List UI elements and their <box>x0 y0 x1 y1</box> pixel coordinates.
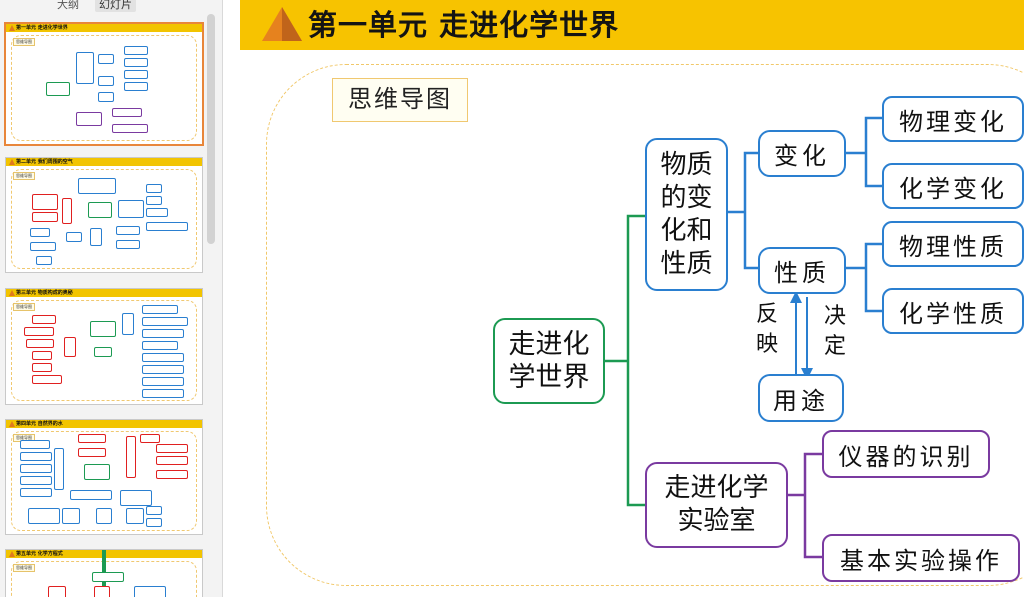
slide-thumbnail-4[interactable]: 第四单元 自然界的水 思维导图 <box>5 419 203 535</box>
thumbnail-label: 思维导图 <box>13 172 35 180</box>
thumbnail-title: 第三单元 物质构成的奥秘 <box>16 290 73 296</box>
thumbnail-title: 第五单元 化学方程式 <box>16 551 63 557</box>
slide-thumbnail-panel: 大纲 幻灯片 第一单元 走进化学世界 思维导图 第二单元 我们周围的空气 思维导… <box>0 0 223 597</box>
relation-determines: 决定 <box>823 302 847 362</box>
branch2-label: 走进化学实验室 <box>664 473 769 536</box>
change-label: 变化 <box>774 142 830 170</box>
slide-canvas: 第一单元 走进化学世界 思维导图 走进化学世界 物质的变化和性质 变化 性质 <box>240 0 1024 597</box>
property-label: 性质 <box>774 259 830 287</box>
root-label: 走进化学世界 <box>508 329 590 393</box>
thumbnail-title: 第四单元 自然界的水 <box>16 421 63 427</box>
triangle-icon <box>9 421 15 427</box>
physical-property-label: 物理性质 <box>899 232 1007 261</box>
panel-tabs: 大纲 幻灯片 <box>0 0 222 14</box>
triangle-icon <box>9 290 15 296</box>
thumbnail-label: 思维导图 <box>13 303 35 311</box>
reflects-text: 反映 <box>755 302 778 357</box>
node-physical-change[interactable]: 物理变化 <box>882 96 1024 142</box>
triangle-icon <box>9 159 15 165</box>
thumbnail-label: 思维导图 <box>13 564 35 572</box>
triangle-icon <box>9 551 15 557</box>
determines-text: 决定 <box>823 304 846 359</box>
thumbnail-title: 第一单元 走进化学世界 <box>16 25 68 31</box>
node-use[interactable]: 用途 <box>758 374 844 422</box>
node-chem-lab[interactable]: 走进化学实验室 <box>645 462 788 548</box>
content-frame <box>266 64 1024 586</box>
node-basic-operations[interactable]: 基本实验操作 <box>822 534 1020 582</box>
node-matter-change-property[interactable]: 物质的变化和性质 <box>645 138 728 291</box>
node-chemical-change[interactable]: 化学变化 <box>882 163 1024 209</box>
node-physical-property[interactable]: 物理性质 <box>882 221 1024 267</box>
triangle-icon <box>9 25 15 31</box>
branch1-label: 物质的变化和性质 <box>660 149 713 279</box>
tab-slides[interactable]: 幻灯片 <box>95 0 136 12</box>
node-change[interactable]: 变化 <box>758 130 846 177</box>
node-chemical-property[interactable]: 化学性质 <box>882 288 1024 334</box>
instrument-id-label: 仪器的识别 <box>838 442 974 471</box>
mindmap-root-node[interactable]: 走进化学世界 <box>493 318 605 404</box>
tab-outline[interactable]: 大纲 <box>57 0 79 11</box>
node-property[interactable]: 性质 <box>758 247 846 294</box>
pyramid-icon-shade <box>282 7 302 41</box>
slide-thumbnail-5[interactable]: 第五单元 化学方程式 思维导图 <box>5 549 203 597</box>
slide-title: 第一单元 走进化学世界 <box>308 8 620 42</box>
basic-ops-label: 基本实验操作 <box>840 546 1002 575</box>
panel-scrollbar[interactable] <box>207 14 215 244</box>
thumbnail-title: 第二单元 我们周围的空气 <box>16 159 73 165</box>
title-bar <box>240 0 1024 50</box>
node-instrument-identification[interactable]: 仪器的识别 <box>822 430 990 478</box>
mindmap-connectors <box>605 116 882 559</box>
slide-thumbnail-1[interactable]: 第一单元 走进化学世界 思维导图 <box>4 22 204 146</box>
use-label: 用途 <box>773 386 829 415</box>
chemical-property-label: 化学性质 <box>899 299 1007 328</box>
slide-thumbnail-3[interactable]: 第三单元 物质构成的奥秘 思维导图 <box>5 288 203 405</box>
physical-change-label: 物理变化 <box>899 107 1007 136</box>
relation-reflects: 反映 <box>755 300 779 360</box>
slide-thumbnail-2[interactable]: 第二单元 我们周围的空气 思维导图 <box>5 157 203 273</box>
thumbnail-label: 思维导图 <box>13 38 35 46</box>
chemical-change-label: 化学变化 <box>899 174 1007 203</box>
mindmap-label: 思维导图 <box>332 78 468 122</box>
